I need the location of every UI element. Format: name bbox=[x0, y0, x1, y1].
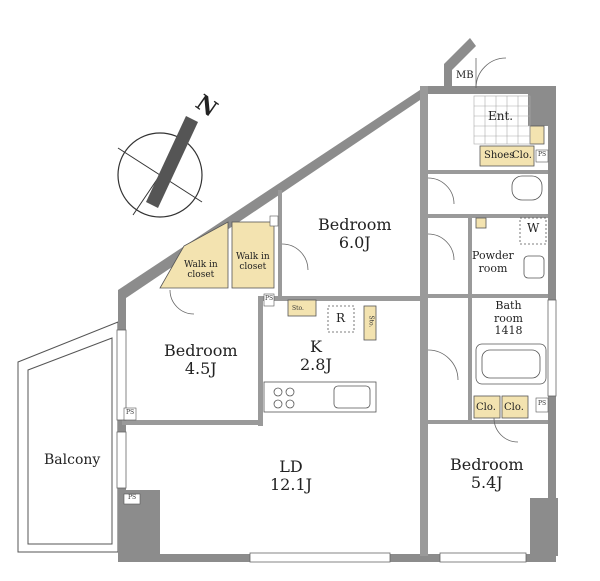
room-size: 6.0J bbox=[338, 233, 371, 253]
bath-fixtures bbox=[475, 175, 547, 385]
ps-label: PS bbox=[538, 400, 547, 407]
room-living: LD 12.1J bbox=[270, 457, 313, 495]
bedroom-closet-label-1: Clo. bbox=[476, 402, 496, 413]
compass bbox=[117, 116, 203, 218]
room-name: Bedroom bbox=[450, 455, 524, 474]
room-kitchen: K 2.8J bbox=[300, 337, 332, 375]
interior-walls bbox=[122, 86, 548, 556]
fridge-label: R bbox=[336, 311, 346, 325]
kitchen-counter bbox=[263, 305, 377, 413]
room-size: 4.5J bbox=[184, 359, 217, 379]
bedroom-closet-label-2: Clo. bbox=[504, 402, 524, 413]
room-name: Bedroom bbox=[164, 341, 238, 360]
shoes-closet-label: Shoes bbox=[484, 150, 515, 161]
room-bedroom-top: Bedroom 6.0J bbox=[318, 215, 392, 253]
balcony-railing bbox=[17, 321, 119, 553]
room-name-line2: room bbox=[478, 261, 508, 275]
ps-label: PS bbox=[265, 295, 274, 302]
closets bbox=[159, 125, 545, 419]
closet-line1: Walk in bbox=[184, 260, 218, 270]
room-size: 5.4J bbox=[470, 473, 503, 493]
room-name: K bbox=[309, 337, 322, 356]
room-powder: Powder room bbox=[472, 249, 514, 275]
room-bath: Bath room 1418 bbox=[494, 299, 523, 338]
room-name: Bedroom bbox=[318, 215, 392, 234]
closet-line1: Walk in bbox=[236, 252, 270, 262]
room-bedroom-right: Bedroom 5.4J bbox=[450, 455, 524, 493]
closet-line2: closet bbox=[239, 262, 267, 273]
storage-label-2: Sto. bbox=[367, 315, 375, 328]
room-name-line1: Bath bbox=[495, 299, 522, 312]
room-size: 12.1J bbox=[270, 475, 313, 495]
entrance-tile bbox=[473, 95, 531, 145]
room-model: 1418 bbox=[494, 324, 523, 338]
room-name-line2: room bbox=[494, 311, 523, 325]
ps-label: PS bbox=[538, 151, 547, 158]
room-bedroom-left: Bedroom 4.5J bbox=[164, 341, 238, 379]
door-swings bbox=[169, 57, 519, 443]
walkin-closet-1: Walk in closet bbox=[184, 260, 218, 281]
closet-line2: closet bbox=[187, 270, 215, 281]
room-name-line1: Powder bbox=[472, 249, 514, 262]
room-name: LD bbox=[279, 457, 303, 476]
entrance-closet-label: Clo. bbox=[512, 150, 532, 161]
storage-label-1: Sto. bbox=[292, 305, 304, 312]
meter-box-label: MB bbox=[456, 70, 474, 81]
ps-label: PS bbox=[128, 494, 137, 501]
room-size: 2.8J bbox=[300, 355, 332, 375]
ps-boxes bbox=[123, 149, 549, 505]
walkin-closet-2: Walk in closet bbox=[236, 252, 270, 273]
room-entrance: Ent. bbox=[488, 109, 514, 123]
ps-label: PS bbox=[126, 409, 135, 416]
room-balcony: Balcony bbox=[44, 452, 101, 468]
washer-label: W bbox=[527, 221, 540, 235]
windows bbox=[116, 299, 557, 563]
